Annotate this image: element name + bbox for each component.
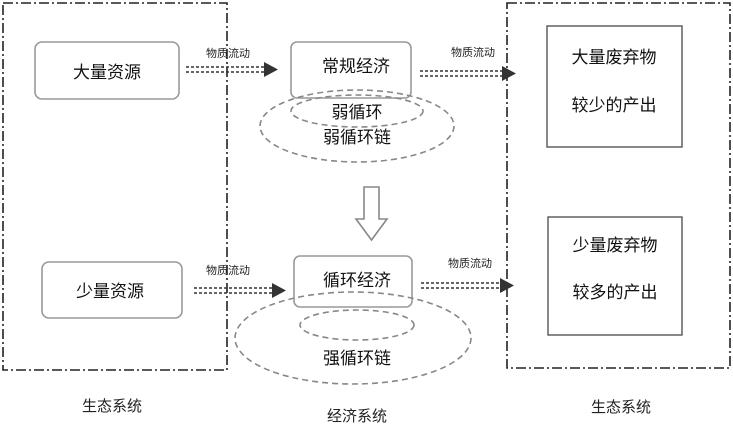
flow-label-top-left: 物质流动	[206, 46, 250, 60]
right-system-caption: 生态系统	[591, 398, 651, 416]
output-box-top	[546, 25, 683, 148]
flow-arrowhead-icon	[264, 62, 278, 77]
resource-box-small	[41, 261, 183, 319]
flow-arrowhead-icon	[272, 283, 286, 298]
weak-loop-chain-label: 弱循环链	[323, 128, 391, 148]
flow-label-top-right: 物质流动	[451, 45, 495, 59]
right-system-panel	[506, 2, 731, 369]
strong-loop-inner-ellipse	[299, 309, 415, 341]
output-box-top-line2: 较少的产出	[572, 96, 657, 116]
circular-economy-label: 循环经济	[323, 271, 391, 291]
conventional-economy-label: 常规经济	[322, 57, 390, 77]
resource-box-large-label: 大量资源	[73, 63, 141, 83]
flow-label-bottom-left: 物质流动	[206, 263, 250, 277]
flow-arrow-top-left	[186, 62, 278, 77]
output-box-bottom-line2: 较多的产出	[573, 283, 658, 303]
output-box-bottom	[547, 216, 683, 336]
output-box-bottom-line1: 少量废弃物	[573, 236, 658, 256]
flow-label-bottom-right: 物质流动	[448, 256, 492, 270]
resource-box-small-label: 少量资源	[76, 282, 144, 302]
weak-loop-label: 弱循环	[332, 103, 383, 123]
weak-loop-inner-ellipse	[290, 94, 424, 128]
left-system-panel	[2, 2, 228, 371]
strong-loop-chain-label: 强循环链	[323, 349, 391, 369]
middle-system-caption: 经济系统	[327, 407, 387, 425]
left-system-caption: 生态系统	[82, 397, 142, 415]
flow-arrow-bottom-right	[421, 278, 514, 293]
weak-loop-outer-ellipse	[259, 89, 455, 163]
strong-loop-outer-ellipse	[234, 291, 472, 385]
flow-arrowhead-icon	[502, 66, 516, 81]
output-box-top-line1: 大量废弃物	[572, 48, 657, 68]
flow-arrow-bottom-left	[194, 283, 286, 298]
transition-down-arrow-icon	[354, 186, 389, 242]
conventional-economy-box	[290, 41, 412, 99]
resource-box-large	[34, 41, 180, 100]
flow-arrowhead-icon	[500, 278, 514, 293]
flow-arrow-top-right	[420, 66, 516, 81]
